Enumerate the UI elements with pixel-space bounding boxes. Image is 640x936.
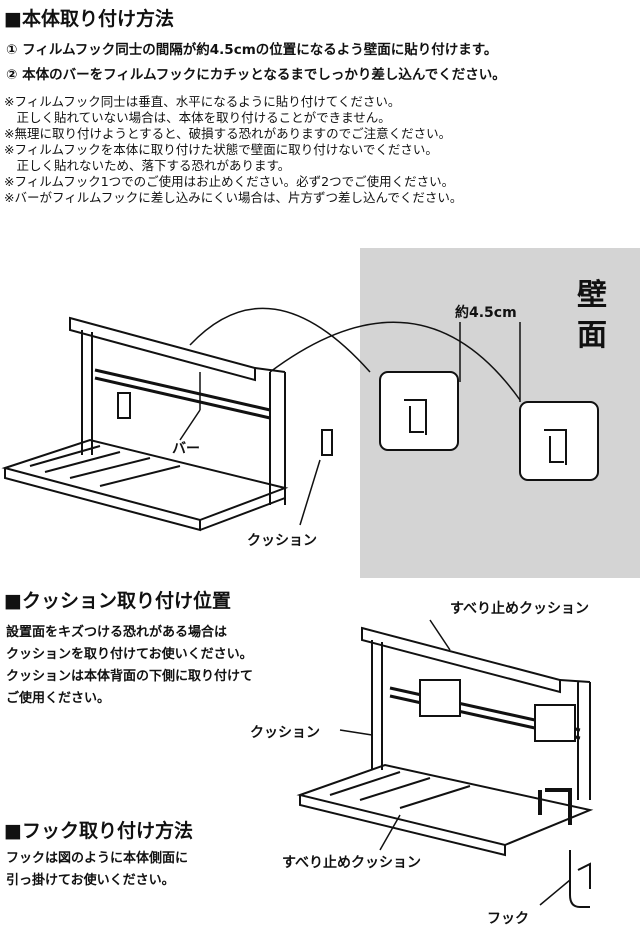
note: 正しく貼れないため、落下する恐れがあります。 (4, 158, 291, 173)
note: ※フィルムフック1つでのご使用はお止めください。必ず2つでご使用ください。 (4, 174, 455, 189)
distance-label: 約4.5cm (455, 305, 517, 321)
step-1: ① フィルムフック同士の間隔が約4.5cmの位置になるよう壁面に貼り付けます。 (6, 42, 498, 58)
bar-label: バー (172, 441, 200, 457)
wall-label: 壁 (577, 278, 607, 313)
bottom-cushion-label: すべり止めクッション (282, 855, 422, 871)
film-hook-left (379, 371, 459, 451)
note: 正しく貼れていない場合は、本体を取り付けることができません。 (4, 110, 391, 125)
notes: ※フィルムフック同士は垂直、水平になるように貼り付けてください。 正しく貼れてい… (4, 94, 462, 206)
hook-instructions: フックは図のように本体側面に 引っ掛けてお使いください。 (6, 848, 188, 892)
cushion-instructions: 設置面をキズつける恐れがある場合は クッションを取り付けてお使いください。 クッ… (6, 622, 253, 710)
text-line: クッションは本体背面の下側に取り付けて (6, 669, 254, 684)
top-cushion-label: すべり止めクッション (450, 601, 590, 617)
film-hook-right (519, 401, 599, 481)
note: ※無理に取り付けようとすると、破損する恐れがありますのでご注意ください。 (4, 126, 452, 141)
step-2: ② 本体のバーをフィルムフックにカチッとなるまでしっかり差し込んでください。 (6, 67, 506, 83)
note: ※バーがフィルムフックに差し込みにくい場合は、片方ずつ差し込んでください。 (4, 190, 463, 205)
wall-label-2: 面 (577, 318, 607, 353)
text-line: ご使用ください。 (6, 691, 111, 706)
cushion-label: クッション (247, 533, 317, 549)
text-line: 設置面をキズつける恐れがある場合は (6, 625, 228, 640)
text-line: 引っ掛けてお使いください。 (6, 873, 175, 888)
cushion-label-2: クッション (250, 725, 320, 741)
note: ※フィルムフックを本体に取り付けた状態で壁面に取り付けないでください。 (4, 142, 438, 157)
note: ※フィルムフック同士は垂直、水平になるように貼り付けてください。 (4, 94, 401, 109)
text-line: クッションを取り付けてお使いください。 (6, 647, 253, 662)
section-title-hook: ■フック取り付け方法 (4, 820, 193, 842)
shelf-illustration-2 (296, 619, 594, 908)
shelf-illustration (1, 307, 521, 532)
section-title-installation: ■本体取り付け方法 (4, 8, 174, 30)
hook-label: フック (487, 911, 529, 927)
section-title-cushion: ■クッション取り付け位置 (4, 590, 231, 612)
text-line: フックは図のように本体側面に (6, 851, 189, 866)
